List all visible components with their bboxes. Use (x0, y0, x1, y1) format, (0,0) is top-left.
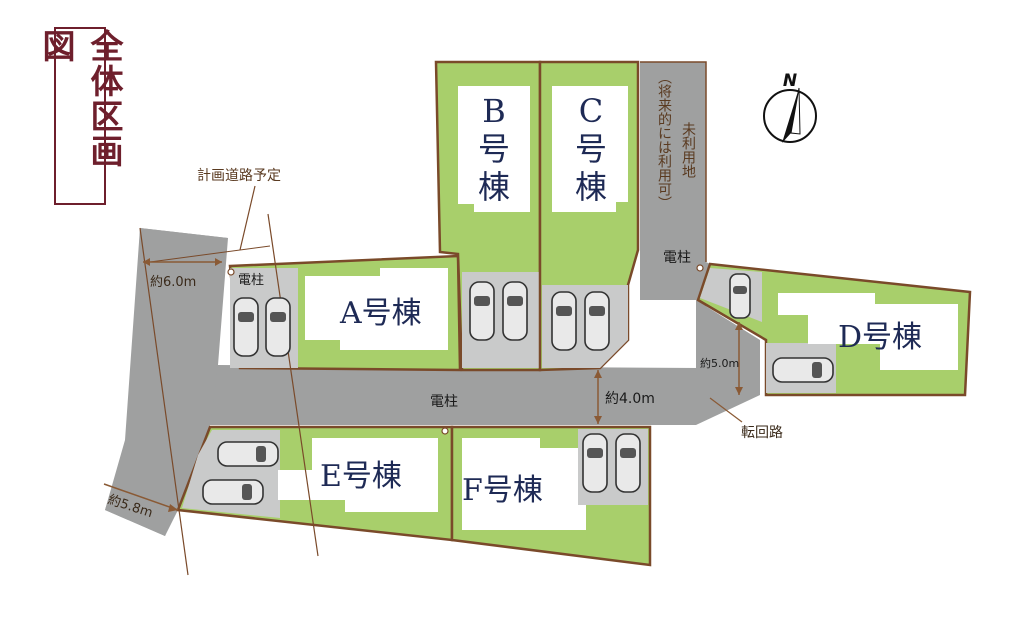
house-c-kanji-1: 号 (575, 130, 607, 168)
dim-4m-arrow-t (594, 370, 602, 378)
car-icon (615, 433, 641, 493)
house-e-label: E号棟 (320, 459, 402, 494)
pole-marker-a (227, 268, 235, 276)
house-d-label: D号棟 (838, 320, 922, 355)
north-label: N (783, 71, 797, 91)
car-icon (202, 479, 264, 505)
planned-road-line-right (267, 213, 319, 557)
car-icon (233, 297, 259, 357)
car-icon (584, 291, 610, 351)
road-6m-label: 約6.0m (150, 275, 196, 290)
dim-58m-line (103, 483, 179, 511)
turnaround-road (696, 300, 760, 425)
pole-label-a: 電柱 (238, 273, 264, 288)
house-b-letter: B (482, 92, 506, 130)
car-icon (469, 281, 495, 341)
road-4m-label: 約4.0m (605, 391, 655, 407)
house-c-kanji-2: 棟 (575, 168, 607, 206)
dim-5m-arrow-t (735, 322, 743, 330)
future-land-edge (640, 61, 707, 262)
main-road (105, 62, 710, 536)
house-b (458, 86, 530, 212)
house-c (552, 86, 628, 212)
dim-6m-arrow-r (215, 258, 222, 266)
planned-road-label: 計画道路予定 (197, 168, 281, 184)
turnaround-leader (709, 397, 743, 423)
house-e (278, 438, 438, 512)
house-c-letter: C (579, 92, 603, 130)
car-icon (502, 281, 528, 341)
house-b-kanji-2: 棟 (478, 168, 510, 206)
pole-marker-top (696, 264, 704, 272)
car-windows (238, 286, 822, 500)
car-icon (265, 297, 291, 357)
pole-label-road: 電柱 (430, 394, 458, 410)
turn-5m-label: 約5.0m (700, 356, 739, 370)
dim-58m-arrow (168, 504, 178, 512)
house-a (305, 268, 448, 350)
dim-6m-arrow-l (143, 258, 150, 266)
left-road (105, 228, 228, 536)
planned-road-line-left (139, 227, 189, 576)
future-land-note: （将来的には利用可） (656, 70, 672, 210)
turnaround-label: 転回路 (741, 425, 783, 441)
car-icon (729, 273, 751, 319)
house-b-kanji-1: 号 (478, 130, 510, 168)
dim-4m-arrow-b (594, 416, 602, 424)
pole-label-top: 電柱 (663, 250, 691, 266)
dim-5m-arrow-b (735, 387, 743, 395)
pole-marker-road (441, 427, 449, 435)
house-f-label: F号棟 (462, 473, 543, 508)
house-d (778, 293, 958, 370)
house-a-label: A号棟 (339, 296, 422, 331)
car-icon (582, 433, 608, 493)
title-box: 全体区画図 (37, 27, 124, 205)
house-f (462, 438, 586, 530)
future-land-label: 未利用地 (680, 122, 696, 178)
car-icon (551, 291, 577, 351)
page-title: 全体区画図 (37, 29, 124, 169)
car-icon (772, 357, 834, 383)
planned-road-leader (239, 185, 256, 251)
north-arrow (763, 87, 817, 143)
car-icon (217, 441, 279, 467)
road-width-top (149, 245, 271, 263)
